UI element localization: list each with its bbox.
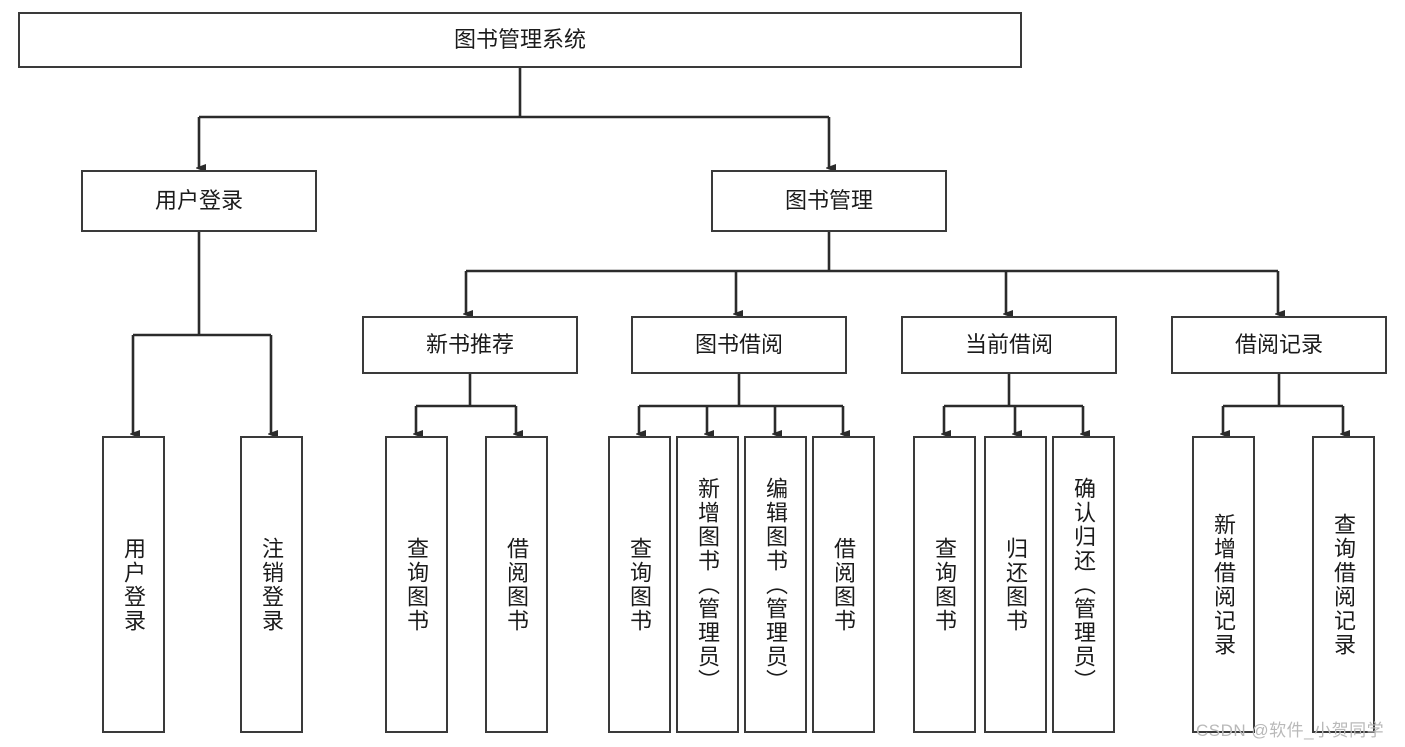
node-leaf-user-logout[interactable]: 注销登录 <box>240 436 303 733</box>
node-leaf-query-book-recommend[interactable]: 查询图书 <box>385 436 448 733</box>
node-label: 当前借阅 <box>964 332 1053 358</box>
node-book-borrow[interactable]: 图书借阅 <box>631 316 847 374</box>
node-user-login[interactable]: 用户登录 <box>81 170 317 232</box>
node-leaf-borrow-book-recommend[interactable]: 借阅图书 <box>485 436 548 733</box>
node-root[interactable]: 图书管理系统 <box>18 12 1022 68</box>
node-current-borrow[interactable]: 当前借阅 <box>901 316 1117 374</box>
node-label: 图书借阅 <box>694 332 783 358</box>
node-label: 查询图书 <box>627 536 653 633</box>
node-label: 借阅图书 <box>504 536 530 633</box>
node-label: 用户登录 <box>154 188 243 214</box>
node-label: 查询图书 <box>932 536 958 633</box>
node-label: 借阅记录 <box>1234 332 1323 358</box>
node-label: 查询借阅记录 <box>1331 512 1357 657</box>
node-leaf-user-login[interactable]: 用户登录 <box>102 436 165 733</box>
node-label: 新书推荐 <box>425 332 514 358</box>
node-book-manage[interactable]: 图书管理 <box>711 170 947 232</box>
node-borrow-record[interactable]: 借阅记录 <box>1171 316 1387 374</box>
node-leaf-edit-book[interactable]: 编辑图书（管理员） <box>744 436 807 733</box>
node-leaf-query-book-borrow[interactable]: 查询图书 <box>608 436 671 733</box>
node-leaf-add-borrow-record[interactable]: 新增借阅记录 <box>1192 436 1255 733</box>
node-label: 查询图书 <box>404 536 430 633</box>
node-label: 注销登录 <box>259 536 285 633</box>
node-leaf-confirm-return[interactable]: 确认归还（管理员） <box>1052 436 1115 733</box>
node-leaf-query-book-current[interactable]: 查询图书 <box>913 436 976 733</box>
node-label: 图书管理系统 <box>453 27 586 53</box>
node-label: 确认归还（管理员） <box>1071 476 1097 693</box>
node-label: 图书管理 <box>784 188 873 214</box>
node-label: 新增图书（管理员） <box>695 476 721 693</box>
node-new-book-recommend[interactable]: 新书推荐 <box>362 316 578 374</box>
node-label: 新增借阅记录 <box>1211 512 1237 657</box>
node-leaf-return-book[interactable]: 归还图书 <box>984 436 1047 733</box>
node-label: 借阅图书 <box>831 536 857 633</box>
node-leaf-add-book[interactable]: 新增图书（管理员） <box>676 436 739 733</box>
node-leaf-query-borrow-record[interactable]: 查询借阅记录 <box>1312 436 1375 733</box>
node-label: 用户登录 <box>121 536 147 633</box>
node-label: 编辑图书（管理员） <box>763 476 789 693</box>
node-leaf-borrow-book[interactable]: 借阅图书 <box>812 436 875 733</box>
node-label: 归还图书 <box>1003 536 1029 633</box>
